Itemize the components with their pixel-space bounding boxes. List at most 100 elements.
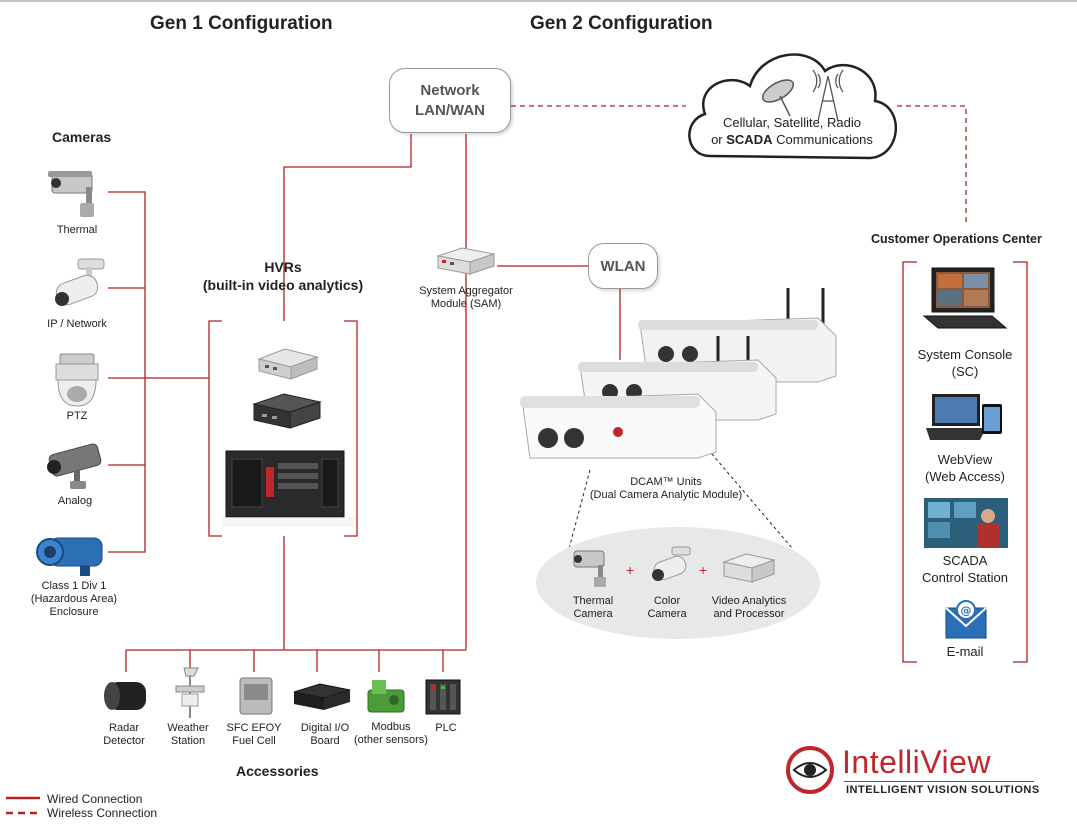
dcam-part-processor-label: Video Analytics and Processor (702, 595, 796, 621)
camera-label-ptz: PTZ (66, 410, 88, 422)
plus-sign-2: + (699, 562, 708, 578)
plus-sign-1: + (626, 562, 635, 578)
logo-tagline: INTELLIGENT VISION SOLUTIONS (846, 784, 1040, 796)
svg-text:@: @ (961, 604, 972, 617)
dcam-part-thermal-label: Thermal Camera (558, 595, 628, 621)
hvrs-subtitle: (built-in video analytics) (202, 277, 364, 293)
sam-line2: Module (SAM) (430, 298, 502, 310)
dcam-thermal-camera-icon (573, 550, 606, 587)
hvrs-heading: HVRs (built-in video analytics) (200, 258, 366, 294)
legend-wireless-label: Wireless Connection (47, 806, 158, 820)
hvrs-title: HVRs (264, 259, 302, 275)
network-label: Network (420, 81, 480, 99)
dcam-processor-icon (722, 553, 776, 583)
coc-heading: Customer Operations Center (871, 232, 1042, 246)
camera-label-hazardous: Class 1 Div 1 (Hazardous Area) Enclosure (24, 580, 124, 619)
dcam-color-camera-icon (652, 546, 691, 581)
hazardous-line1: Class 1 Div 1 (41, 580, 107, 592)
coc-system-console-line1: System Console (917, 347, 1013, 362)
dcam-label: DCAM™ Units (Dual Camera Analytic Module… (566, 476, 766, 502)
cloud-suffix: Communications (772, 132, 873, 147)
accessory-modbus-label: Modbus (other sensors) (350, 721, 432, 747)
dcam-part-thermal-line2: Camera (573, 608, 613, 620)
coc-webview-line1: WebView (937, 452, 993, 467)
legend-wired-label: Wired Connection (47, 792, 143, 806)
accessory-fuelcell-line1: SFC EFOY (226, 722, 282, 734)
dcam-line1: DCAM™ Units (630, 476, 702, 488)
coc-system-console-line2: (SC) (951, 364, 979, 379)
accessory-modbus-line2: (other sensors) (354, 734, 428, 746)
accessory-radar-line2: Detector (103, 735, 145, 747)
cloud-line1: Cellular, Satellite, Radio (722, 115, 862, 130)
sam-label: System Aggregator Module (SAM) (406, 285, 526, 311)
accessory-radar-line1: Radar (109, 722, 139, 734)
fuel-cell-icon (239, 677, 273, 715)
camera-label-ip: IP / Network (47, 318, 107, 330)
accessory-weather-label: Weather Station (160, 722, 216, 748)
email-icon: @ (945, 600, 987, 639)
system-console-icon (922, 267, 1008, 329)
dcam-units-icon (520, 288, 837, 459)
accessory-radar-label: Radar Detector (96, 722, 152, 748)
webview-devices-icon (926, 394, 1002, 440)
lan-wan-label: LAN/WAN (415, 101, 485, 119)
hvr-fanless-icon (252, 393, 322, 429)
accessory-fuelcell-label: SFC EFOY Fuel Cell (222, 722, 286, 748)
coc-webview-label: WebView (Web Access) (904, 451, 1026, 485)
cloud-label: Cellular, Satellite, Radio or SCADA Comm… (706, 114, 878, 148)
dcam-part-color-line1: Color (653, 595, 681, 607)
dcam-line2: (Dual Camera Analytic Module) (589, 489, 743, 501)
accessory-weather-line1: Weather (167, 722, 209, 734)
sam-device-icon (436, 247, 496, 275)
coc-email-label: E-mail (946, 644, 984, 659)
dcam-part-color-line2: Camera (647, 608, 687, 620)
cloud-icon (688, 53, 898, 160)
gen2-heading: Gen 2 Configuration (530, 13, 713, 34)
coc-scada-line1: SCADA (942, 553, 988, 568)
accessory-io-line1: Digital I/O (300, 722, 350, 734)
accessories-heading: Accessories (236, 763, 319, 779)
cloud-line2: or SCADA Communications (706, 131, 878, 148)
coc-webview-line2: (Web Access) (925, 469, 1005, 484)
scada-station-icon (924, 498, 1008, 548)
accessory-plc-label: PLC (435, 722, 457, 734)
analog-camera-icon (47, 443, 102, 489)
dcam-part-color-label: Color Camera (634, 595, 700, 621)
dcam-part-thermal-line1: Thermal (572, 595, 614, 607)
dcam-part-processor-line1: Video Analytics (711, 595, 787, 607)
camera-label-analog: Analog (57, 495, 93, 507)
cloud-scada: SCADA (726, 132, 773, 147)
logo-name: IntelliView (842, 744, 991, 780)
thermal-camera-icon (48, 171, 94, 217)
hvr-compact-icon (257, 348, 319, 380)
accessory-io-line2: Board (310, 735, 340, 747)
sam-line1: System Aggregator (419, 285, 513, 297)
digital-io-board-icon (293, 683, 351, 710)
gen1-heading: Gen 1 Configuration (150, 13, 333, 34)
accessory-fuelcell-line2: Fuel Cell (232, 735, 276, 747)
hazardous-enclosure-icon (36, 537, 103, 576)
hazardous-line3: Enclosure (49, 606, 99, 618)
cameras-heading: Cameras (52, 129, 112, 145)
radar-detector-icon (104, 682, 146, 710)
intelliview-eye-logo-icon (786, 746, 834, 794)
cloud-prefix: or (711, 132, 727, 147)
logo-divider (844, 781, 1034, 782)
accessory-io-label: Digital I/O Board (292, 722, 358, 748)
hvr-rackmount-icon (222, 450, 356, 527)
coc-scada-line2: Control Station (922, 570, 1008, 585)
plc-icon (425, 679, 461, 715)
accessory-weather-line2: Station (170, 735, 206, 747)
dcam-part-processor-line2: and Processor (713, 608, 785, 620)
hazardous-line2: (Hazardous Area) (30, 593, 118, 605)
wlan-box: WLAN (588, 243, 658, 289)
accessory-modbus-line1: Modbus (371, 721, 411, 733)
ip-camera-icon (55, 258, 105, 306)
coc-system-console-label: System Console (SC) (904, 346, 1026, 380)
modbus-sensor-icon (367, 680, 405, 713)
coc-scada-label: SCADA Control Station (904, 552, 1026, 586)
camera-label-thermal: Thermal (56, 224, 98, 236)
ptz-camera-icon (55, 353, 99, 407)
weather-station-icon (175, 667, 205, 718)
